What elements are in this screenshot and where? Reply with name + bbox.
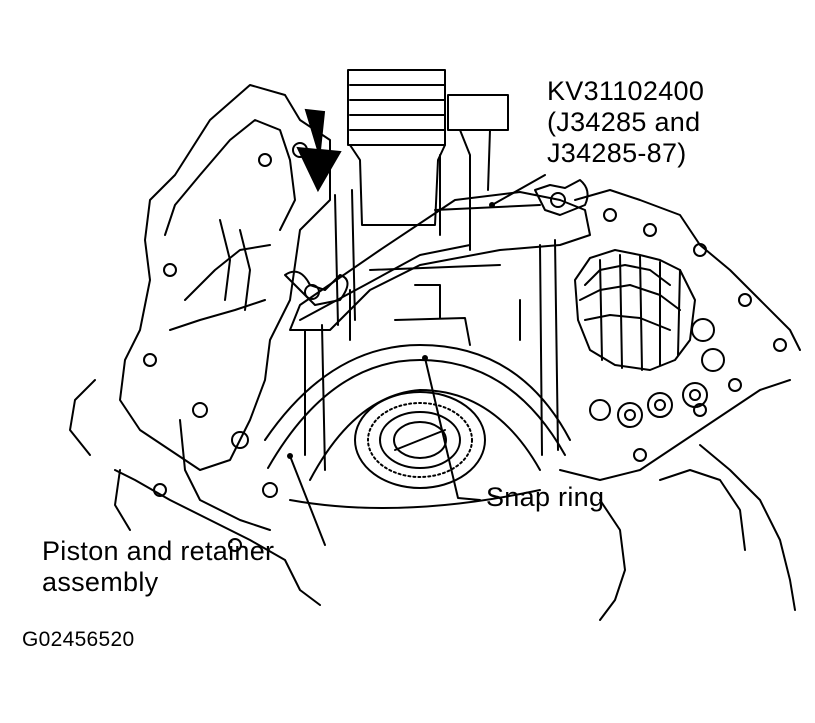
piston-leader-dot bbox=[287, 453, 293, 459]
gear-and-bolts bbox=[574, 249, 725, 428]
piston-label-line1: Piston and retainer bbox=[42, 536, 275, 566]
piston-assembly-callout: Piston and retainer assembly bbox=[42, 536, 274, 598]
transmission-case bbox=[69, 84, 801, 621]
tool-number-line1: KV31102400 bbox=[547, 76, 705, 106]
snap-ring-leader-line bbox=[424, 357, 481, 501]
piston-leader-line bbox=[289, 455, 326, 546]
down-arrow-icon bbox=[296, 108, 342, 193]
snap-ring-label: Snap ring bbox=[486, 482, 605, 512]
tool-number-callout: KV31102400 (J34285 and J34285-87) bbox=[547, 76, 704, 169]
tool-leader-dot bbox=[489, 202, 495, 208]
piston-label-line2: assembly bbox=[42, 567, 159, 597]
tool-number-line3: J34285-87) bbox=[547, 138, 687, 168]
tool-leader-line bbox=[491, 174, 546, 206]
snap-ring-leader-dot bbox=[422, 355, 428, 361]
special-tool bbox=[284, 69, 591, 471]
clutch-drum bbox=[264, 264, 571, 509]
tool-number-line2: (J34285 and bbox=[547, 107, 701, 137]
bearing bbox=[354, 391, 486, 489]
figure-id: G02456520 bbox=[22, 628, 135, 651]
